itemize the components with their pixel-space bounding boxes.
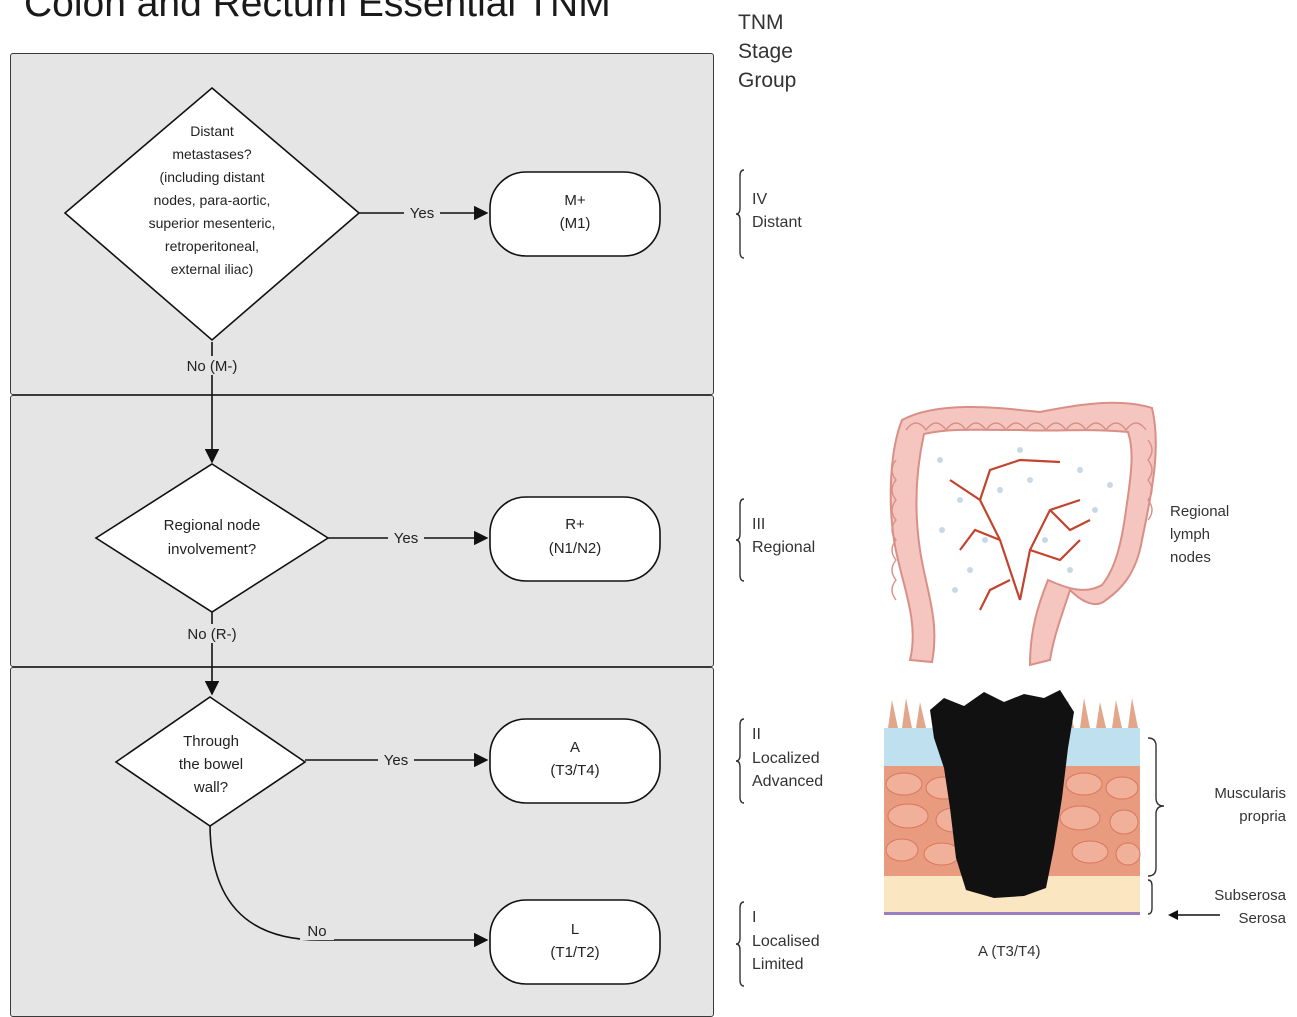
- brace-icon: [734, 497, 750, 583]
- regional-lymph-nodes-label: Regional lymph nodes: [1170, 500, 1229, 569]
- svg-text:superior mesenteric,: superior mesenteric,: [149, 215, 276, 231]
- svg-text:A: A: [570, 739, 580, 756]
- muscularis-propria-label: Muscularis propria: [1190, 782, 1286, 828]
- edge-label-no-r: No (R-): [187, 626, 236, 643]
- svg-text:(including distant: (including distant: [159, 169, 264, 185]
- svg-text:L: L: [571, 921, 579, 938]
- svg-text:nodes, para-aortic,: nodes, para-aortic,: [154, 192, 271, 208]
- svg-text:involvement?: involvement?: [168, 541, 256, 558]
- brace-icon: [734, 717, 750, 805]
- svg-text:(T3/T4): (T3/T4): [550, 762, 599, 779]
- stage-column-header-line: Group: [738, 66, 796, 95]
- bowel-wall-caption: A (T3/T4): [978, 940, 1041, 963]
- outcome-a: A (T3/T4): [490, 719, 660, 803]
- svg-text:(M1): (M1): [560, 215, 591, 232]
- edge-label-yes: Yes: [410, 205, 434, 222]
- colon-illustration: [880, 390, 1170, 670]
- stage-column-header-line: TNM: [738, 8, 796, 37]
- svg-text:the bowel: the bowel: [179, 756, 243, 773]
- edge-label-no-m: No (M-): [187, 358, 238, 375]
- outcome-m-plus: M+ (M1): [490, 172, 660, 256]
- edge-label-yes: Yes: [384, 752, 408, 769]
- bowel-wall-illustration: [884, 688, 1174, 924]
- edge-label-no: No: [307, 923, 326, 940]
- svg-text:metastases?: metastases?: [172, 146, 252, 162]
- brace-icon: [734, 900, 750, 988]
- svg-text:R+: R+: [565, 516, 585, 533]
- stage-column-header-line: Stage: [738, 37, 796, 66]
- outcome-r-plus: R+ (N1/N2): [490, 497, 660, 581]
- brace-icon: [734, 168, 750, 260]
- svg-text:wall?: wall?: [193, 779, 228, 796]
- decision-regional-node: Regional node involvement?: [96, 464, 328, 612]
- svg-text:(N1/N2): (N1/N2): [549, 540, 602, 557]
- stage-column-header: TNM Stage Group: [738, 8, 796, 95]
- svg-text:retroperitoneal,: retroperitoneal,: [165, 238, 259, 254]
- svg-text:Distant: Distant: [190, 123, 234, 139]
- decision-bowel-wall: Through the bowel wall?: [116, 697, 305, 826]
- svg-text:(T1/T2): (T1/T2): [550, 944, 599, 961]
- svg-text:Through: Through: [183, 733, 239, 750]
- edge-label-yes: Yes: [394, 530, 418, 547]
- flowchart: Yes Yes Yes No (M-) No (R-) No Distant m…: [0, 0, 720, 1012]
- decision-distant-metastases: Distant metastases? (including distant n…: [65, 88, 359, 340]
- svg-text:Regional node: Regional node: [164, 517, 261, 534]
- outcome-l: L (T1/T2): [490, 900, 660, 984]
- svg-text:external iliac): external iliac): [171, 261, 253, 277]
- svg-text:M+: M+: [564, 192, 585, 209]
- subserosa-serosa-label: Subserosa Serosa: [1186, 884, 1286, 930]
